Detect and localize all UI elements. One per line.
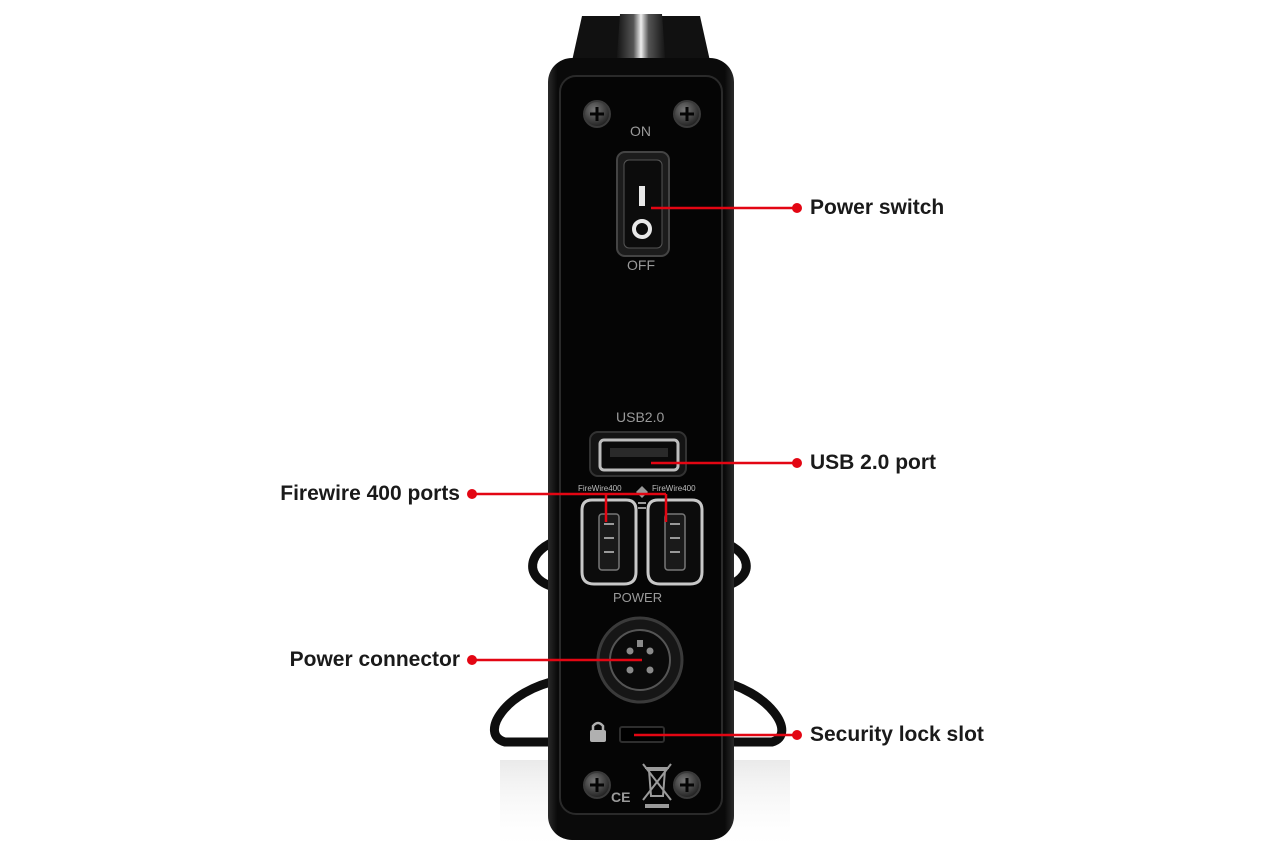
callout-label-power-switch: Power switch bbox=[810, 196, 945, 219]
callout-dot bbox=[467, 655, 477, 665]
callout-dot bbox=[792, 203, 802, 213]
switch-on-mark bbox=[639, 186, 645, 206]
callout-dots bbox=[467, 203, 802, 740]
screw-icon bbox=[673, 100, 701, 128]
callout-dot bbox=[792, 730, 802, 740]
callout-label-security-lock: Security lock slot bbox=[810, 723, 984, 746]
screw-icon bbox=[583, 771, 611, 799]
switch-on-label: ON bbox=[630, 123, 651, 139]
callout-dot bbox=[467, 489, 477, 499]
callout-label-firewire-ports: Firewire 400 ports bbox=[280, 482, 460, 505]
callout-lines bbox=[470, 206, 797, 737]
usb-port[interactable] bbox=[589, 431, 687, 477]
screw-icon bbox=[673, 771, 701, 799]
callout-label-power-connector: Power connector bbox=[289, 648, 460, 671]
top-fin-highlight bbox=[616, 14, 666, 70]
firewire-right-label: FireWire400 bbox=[652, 484, 696, 493]
power-label: POWER bbox=[613, 590, 663, 605]
callout-dot bbox=[792, 458, 802, 468]
usb-label: USB2.0 bbox=[616, 409, 665, 425]
callout-line-firewire bbox=[470, 492, 668, 522]
switch-off-mark bbox=[632, 219, 652, 239]
firewire-port-left[interactable] bbox=[580, 498, 638, 586]
power-switch[interactable] bbox=[616, 151, 670, 257]
screw-icon bbox=[583, 100, 611, 128]
lock-icon bbox=[590, 721, 606, 742]
ce-mark: CE bbox=[611, 789, 631, 805]
weee-bin-icon bbox=[642, 763, 672, 808]
firewire-left-label: FireWire400 bbox=[578, 484, 622, 493]
callout-label-usb-port: USB 2.0 port bbox=[810, 451, 937, 474]
firewire-port-right[interactable] bbox=[646, 498, 704, 586]
switch-off-label: OFF bbox=[627, 257, 655, 273]
